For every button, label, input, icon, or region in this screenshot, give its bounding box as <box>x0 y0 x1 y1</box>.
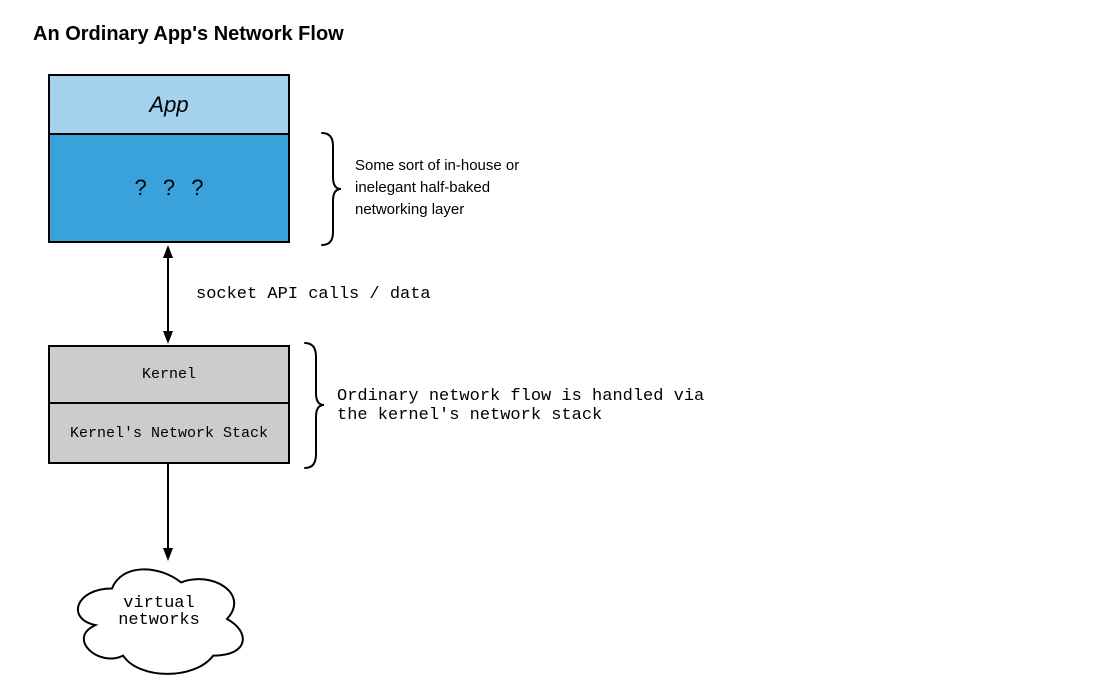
ordinary-flow-note: Ordinary network flow is handled via the… <box>337 387 704 425</box>
kernel-box: Kernel <box>50 347 288 404</box>
kernel-network-stack-box: Kernel's Network Stack <box>50 404 288 462</box>
inhouse-note-line: networking layer <box>355 201 465 218</box>
ordinary-flow-note-line: the kernel's network stack <box>337 406 603 425</box>
inhouse-note-line: Some sort of in-house or <box>355 157 520 174</box>
inhouse-note-line: inelegant half-baked <box>355 179 491 196</box>
kernel-to-cloud-arrow <box>163 464 173 561</box>
kernel-network-stack-label: Kernel's Network Stack <box>69 424 269 442</box>
virtual-networks-label: virtual networks <box>69 595 249 629</box>
virtual-networks-label-line: virtual <box>123 594 195 613</box>
diagram-title: An Ordinary App's Network Flow <box>33 23 344 45</box>
virtual-networks-cloud <box>76 568 244 675</box>
ordinary-brace-shape <box>304 342 325 469</box>
kernel-label: Kernel <box>141 366 196 383</box>
ordinary-flow-note-line: Ordinary network flow is handled via <box>337 387 705 406</box>
app-layer-box: App <box>50 76 288 135</box>
inhouse-note: Some sort of in-house or inelegant half-… <box>355 155 519 221</box>
app-layer-label: App <box>149 91 189 117</box>
socket-double-arrow <box>163 245 173 344</box>
app-stack-box: App ? ? ? <box>48 74 290 243</box>
unknown-networking-layer-box: ? ? ? <box>50 135 288 241</box>
socket-arrow-label: socket API calls / data <box>196 285 431 304</box>
inhouse-brace-shape <box>321 132 342 246</box>
virtual-networks-label-line: networks <box>118 611 200 630</box>
unknown-networking-layer-label: ? ? ? <box>134 175 204 200</box>
kernel-stack-box: Kernel Kernel's Network Stack <box>48 345 290 464</box>
